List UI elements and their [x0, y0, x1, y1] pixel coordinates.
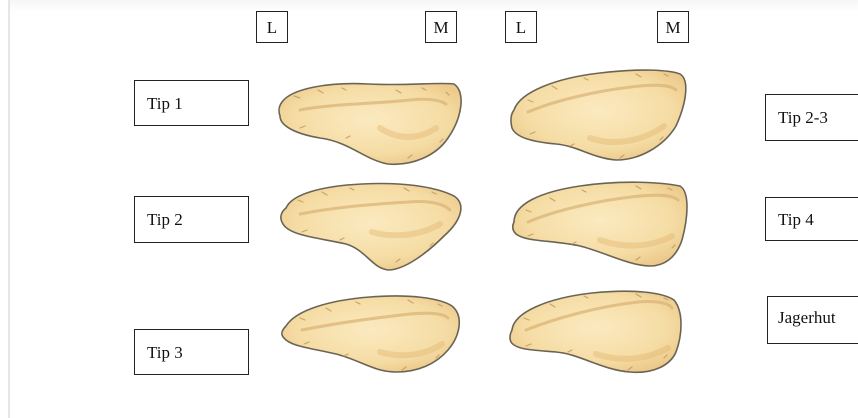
patella-tip-4-icon: [513, 182, 687, 266]
patella-tip-1-icon: [279, 83, 461, 164]
patella-tip-2-icon: [281, 184, 461, 271]
patella-jagerhut-icon: [510, 291, 681, 372]
patella-tip-3-icon: [282, 296, 459, 372]
patella-tip-2-3-icon: [511, 70, 686, 160]
